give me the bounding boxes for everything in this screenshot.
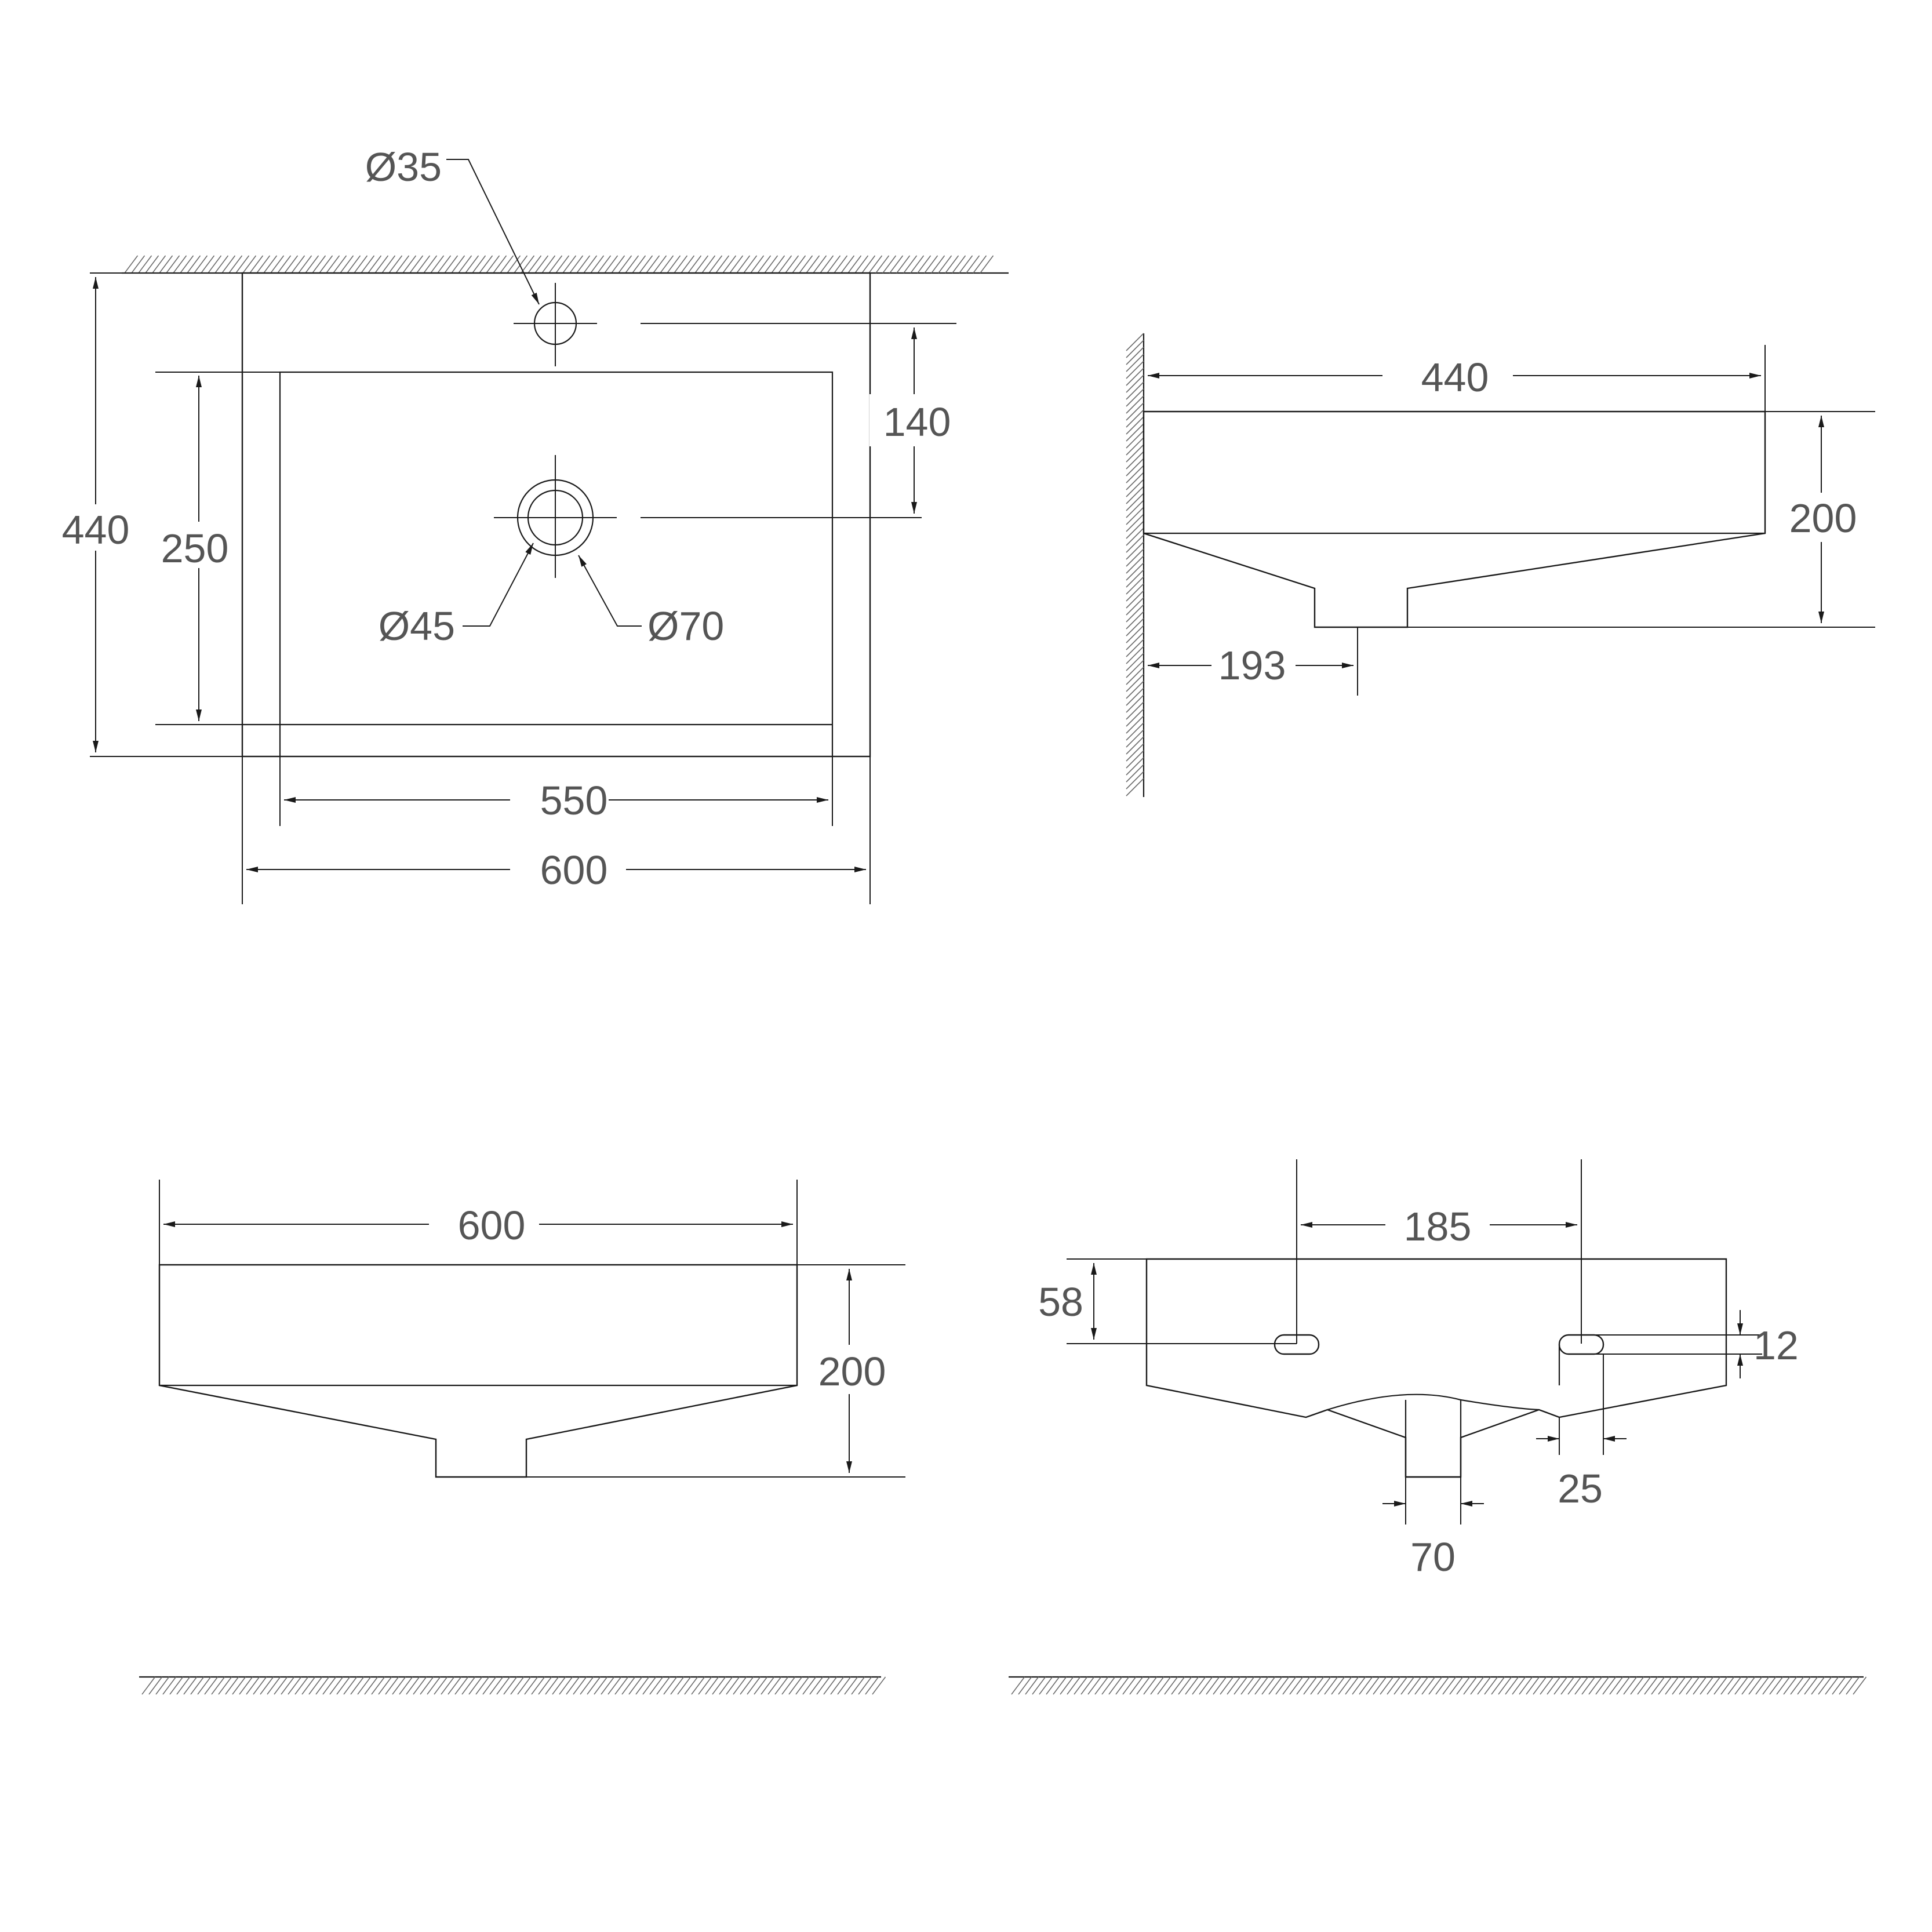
bowl-depth-label: 250 xyxy=(161,526,229,571)
bracket-spacing-label: 185 xyxy=(1404,1204,1472,1249)
bracket-height-label: 58 xyxy=(1038,1279,1083,1325)
tap-hole-offset-label: 140 xyxy=(883,399,951,445)
side-depth-label: 440 xyxy=(1421,355,1489,400)
basin-outline xyxy=(241,272,871,758)
front-width-label: 600 xyxy=(458,1203,526,1248)
wall-hatch-side xyxy=(1126,333,1145,797)
plan-view: 440 250 140 Ø35 Ø45 Ø70 550 600 xyxy=(52,144,1009,904)
drain-hole-outer-label: Ø70 xyxy=(647,603,724,649)
tap-hole-diameter-label: Ø35 xyxy=(365,144,442,190)
drain-hole xyxy=(494,455,617,578)
drain-hole-inner-label: Ø45 xyxy=(379,603,455,649)
wall-hatch-top xyxy=(122,255,1009,274)
tap-hole xyxy=(514,283,597,366)
slot-height-label: 12 xyxy=(1753,1323,1799,1368)
side-profile xyxy=(1143,410,1766,628)
drain-width-label: 70 xyxy=(1410,1534,1456,1580)
front-height-label: 200 xyxy=(818,1349,886,1394)
side-view: 440 200 193 xyxy=(1126,333,1875,797)
slot-width-label: 25 xyxy=(1558,1466,1603,1511)
rear-profile xyxy=(1145,1258,1727,1478)
total-width-label: 600 xyxy=(540,847,608,893)
floor-hatch-left xyxy=(139,1676,886,1695)
total-depth-label: 440 xyxy=(62,507,130,552)
front-view: 600 200 xyxy=(139,1180,905,1695)
bowl-outline xyxy=(279,371,834,756)
rear-view: 185 58 12 25 70 xyxy=(1009,1159,1867,1695)
bowl-width-label: 550 xyxy=(540,778,608,823)
side-height-label: 200 xyxy=(1789,496,1857,541)
drain-offset-label: 193 xyxy=(1218,643,1286,688)
floor-hatch-right xyxy=(1009,1676,1867,1695)
front-profile xyxy=(158,1264,798,1478)
